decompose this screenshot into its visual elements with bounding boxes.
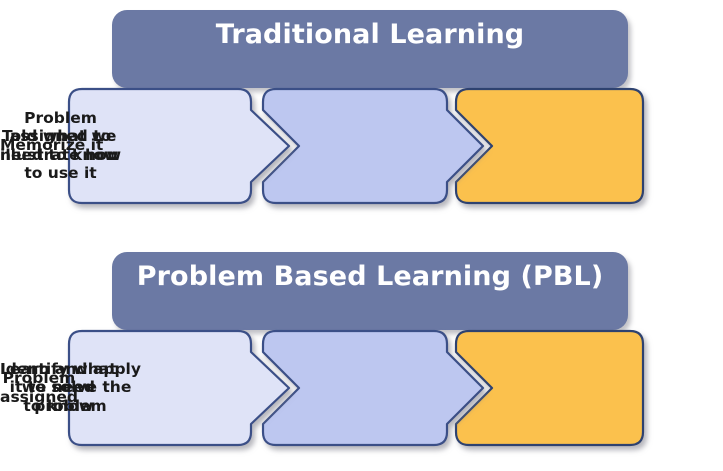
process-step-learn-and-apply[interactable] [454,329,645,447]
process-step-told-what-we-need-to-know[interactable] [67,87,291,205]
banner-traditional-learning: Traditional Learning [112,10,628,88]
process-row-traditional: Told what we need to know Memorize it [0,87,723,223]
process-step-identify-what-we-need-to-know[interactable] [261,329,485,447]
process-row-pbl: Problem assigned Identify what we need t… [0,329,723,465]
process-step-problem-assigned[interactable] [67,329,291,447]
process-step-label-1: Problem assigned [0,369,78,406]
banner-problem-based-learning: Problem Based Learning (PBL) [112,252,628,330]
section-problem-based-learning: Problem Based Learning (PBL) Problem ass… [0,242,723,471]
banner-title-problem-based-learning: Problem Based Learning (PBL) [136,261,604,292]
process-step-problem-assigned-to-illustrate[interactable] [454,87,645,205]
banner-title-traditional-learning: Traditional Learning [215,19,525,50]
process-step-memorize-it[interactable] [261,87,485,205]
section-traditional-learning: Traditional Learning Told what we need t… [0,0,723,235]
